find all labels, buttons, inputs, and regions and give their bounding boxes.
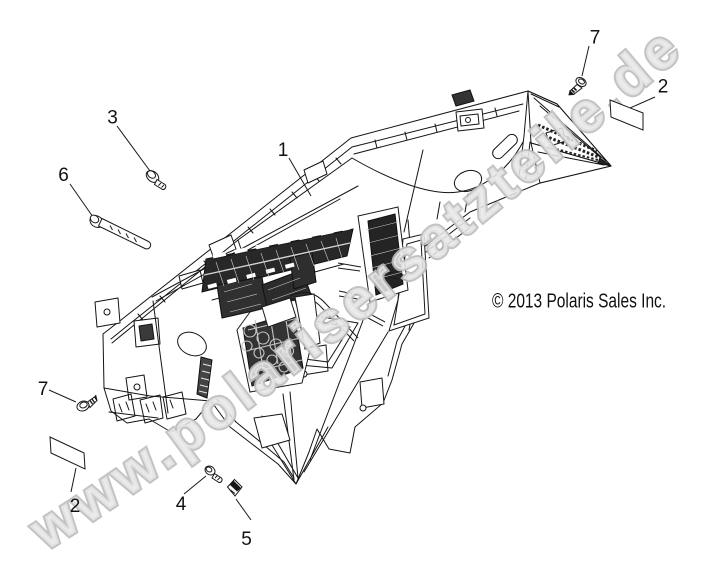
svg-text:2: 2 [658, 77, 669, 98]
svg-text:www.polarisersatzteile.de: www.polarisersatzteile.de [18, 13, 695, 562]
svg-text:3: 3 [107, 108, 118, 129]
svg-text:© 2013 Polaris Sales Inc.: © 2013 Polaris Sales Inc. [492, 290, 666, 312]
svg-text:6: 6 [58, 165, 69, 186]
svg-text:7: 7 [590, 28, 601, 49]
svg-text:7: 7 [38, 379, 49, 400]
svg-text:2: 2 [70, 496, 81, 517]
svg-text:5: 5 [241, 529, 252, 550]
svg-text:4: 4 [176, 494, 187, 515]
svg-text:1: 1 [278, 140, 289, 161]
